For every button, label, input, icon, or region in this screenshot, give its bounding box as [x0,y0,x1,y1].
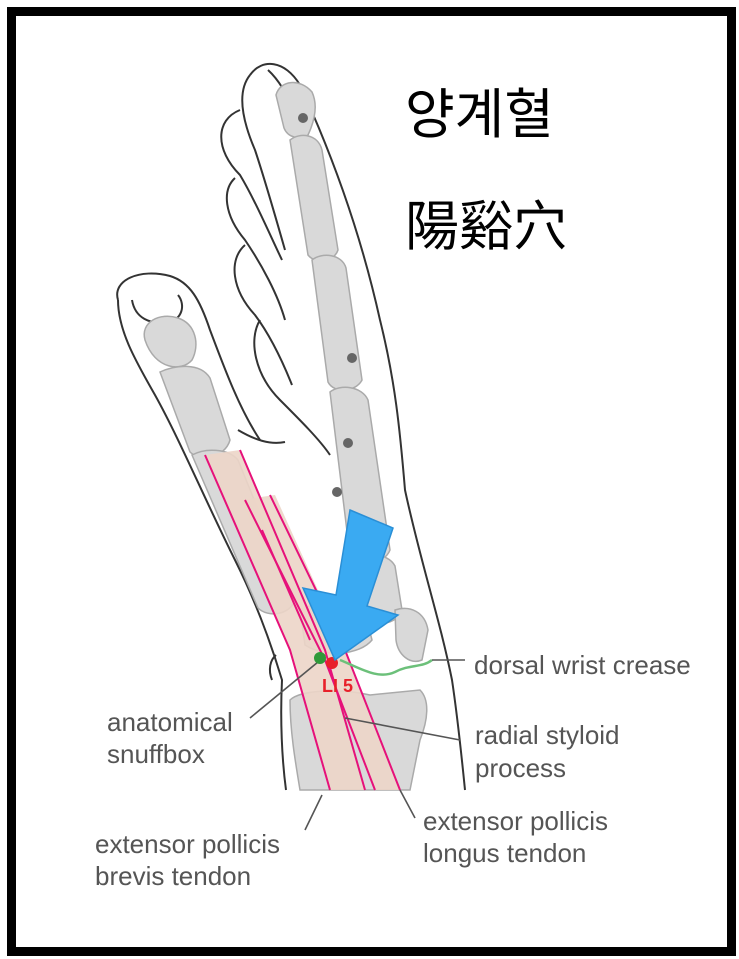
point-label: LI 5 [322,676,353,696]
label-process: process [475,753,566,783]
hand-outline [116,62,466,791]
label-snuffbox: snuffbox [107,739,205,769]
tendons [204,449,401,791]
arrow-icon [301,508,400,662]
label-radial-styloid: radial styloid [475,720,620,750]
label-anatomical: anatomical [107,707,233,737]
leader-lines [249,659,465,831]
label-epl-line2: longus tendon [423,838,586,868]
label-epb-line1: extensor pollicis [95,829,280,859]
title-korean: 양계혈 [405,83,555,146]
label-dorsal-wrist-crease: dorsal wrist crease [474,650,691,680]
title-hanja: 陽谿穴 [405,195,567,258]
joint-dots [298,113,357,497]
dorsal-wrist-crease-line [339,658,433,676]
snuffbox-point [314,652,326,664]
label-epb-line2: brevis tendon [95,861,251,891]
label-epl-line1: extensor pollicis [423,806,608,836]
